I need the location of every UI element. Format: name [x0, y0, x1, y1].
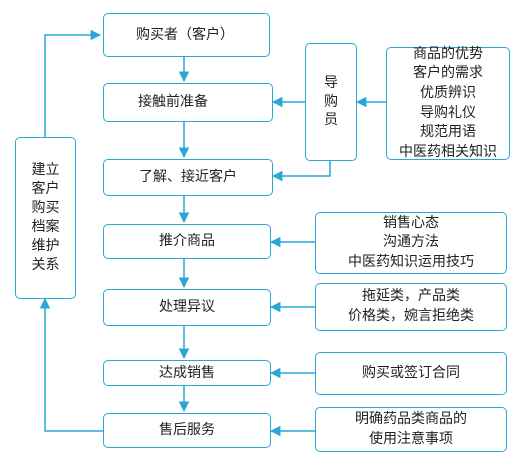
- step-aftersale: 售后服务: [103, 413, 271, 448]
- objection-info-item: 价格类，婉言拒绝类: [348, 308, 474, 324]
- arrow-aftersale-to-loop: [39, 297, 103, 432]
- step-objection: 处理异议: [103, 289, 271, 326]
- step-buyer-label: 购买者（客户）: [136, 26, 234, 43]
- loop-text: 客户: [31, 181, 60, 198]
- close-info-item: 购买或签订合同: [362, 364, 460, 381]
- skill-item: 客户的需求: [413, 65, 483, 82]
- loop-text: 档案: [31, 219, 60, 235]
- recommend-info-item: 沟通方法: [383, 234, 439, 251]
- step-approach: 了解、接近客户: [103, 159, 273, 196]
- aftersale-info-box: 明确药品类商品的 使用注意事项: [315, 407, 507, 452]
- step-approach-label: 了解、接近客户: [139, 169, 237, 186]
- loop-text: 购买: [31, 200, 60, 217]
- recommend-info-item: 中医药知识运用技巧: [348, 253, 474, 270]
- step-prep: 接触前准备: [103, 83, 273, 122]
- step-buyer: 购买者（客户）: [103, 13, 270, 57]
- guide-char: 购: [324, 93, 338, 110]
- skill-item: 导购礼仪: [420, 104, 476, 121]
- aftersale-info-item: 明确药品类商品的: [355, 410, 467, 427]
- step-recommend: 推介商品: [103, 224, 271, 259]
- step-prep-label: 接触前准备: [138, 94, 208, 111]
- skill-item: 商品的优势: [413, 45, 483, 62]
- objection-info-item: 拖延类，产品类: [362, 288, 460, 305]
- close-info-box: 购买或签订合同: [315, 352, 507, 395]
- customer-relationship-box: 建立 客户 购买 档案 维护 关系: [15, 137, 76, 299]
- skill-item: 优质辨识: [420, 84, 476, 101]
- recommend-info-item: 销售心态: [383, 214, 439, 231]
- loop-text: 关系: [31, 256, 60, 273]
- step-aftersale-label: 售后服务: [159, 422, 215, 439]
- step-objection-label: 处理异议: [159, 299, 215, 316]
- guide-skills-box: 商品的优势 客户的需求 优质辨识 导购礼仪 规范用语 中医药相关知识: [386, 45, 510, 160]
- loop-text: 建立: [31, 162, 60, 179]
- loop-text: 维护: [31, 237, 60, 254]
- step-close-label: 达成销售: [159, 364, 215, 381]
- arrow-guide-to-approach: [271, 161, 331, 182]
- guide-box: 导 购 员: [305, 43, 357, 161]
- objection-info-box: 拖延类，产品类 价格类，婉言拒绝类: [315, 283, 507, 331]
- arrow-loop-to-buyer: [44, 29, 102, 137]
- guide-char: 导: [324, 74, 338, 91]
- skill-item: 中医药相关知识: [399, 143, 497, 160]
- step-close: 达成销售: [103, 360, 271, 386]
- guide-char: 员: [324, 112, 338, 129]
- recommend-info-box: 销售心态 沟通方法 中医药知识运用技巧: [315, 212, 507, 274]
- skill-item: 规范用语: [420, 124, 476, 141]
- aftersale-info-item: 使用注意事项: [369, 430, 453, 447]
- step-recommend-label: 推介商品: [159, 233, 215, 250]
